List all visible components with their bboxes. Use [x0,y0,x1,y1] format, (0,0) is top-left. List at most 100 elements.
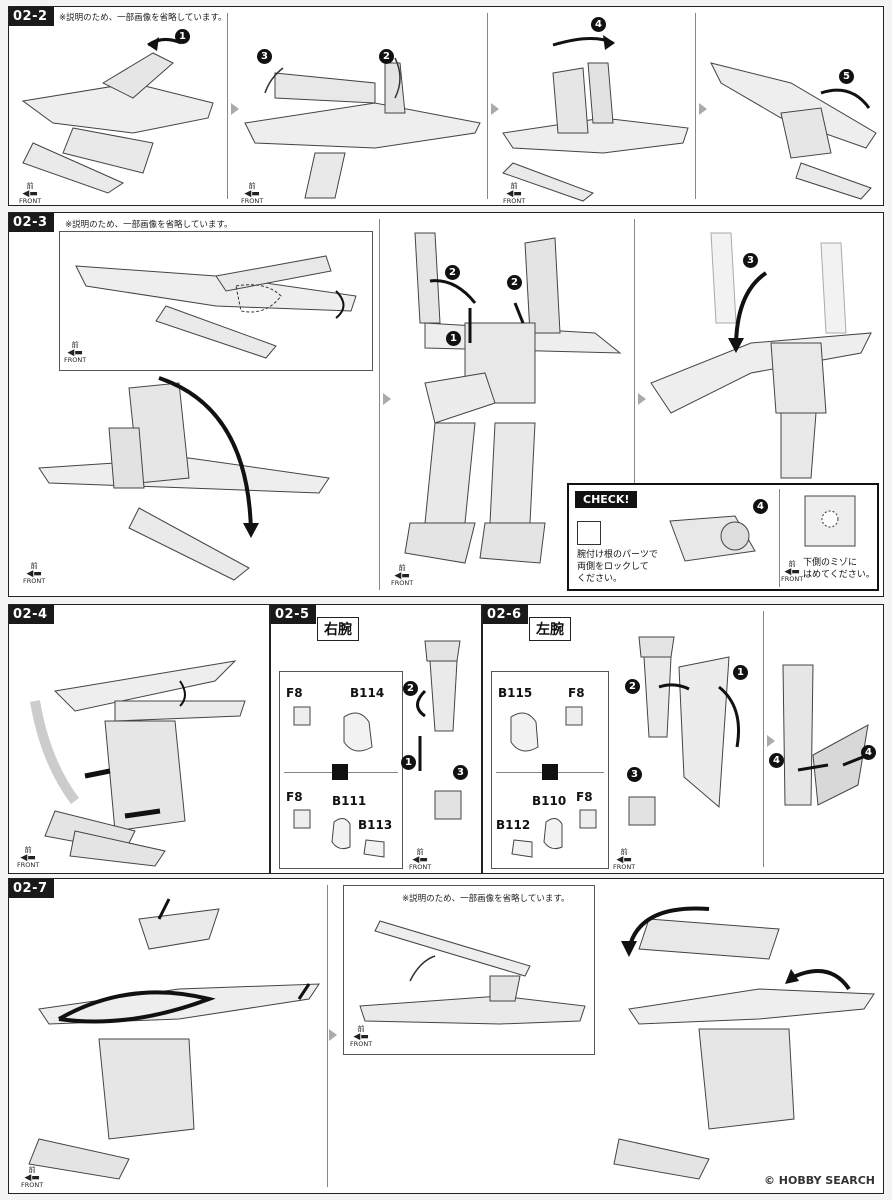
front-indicator: 前◀▬FRONT [391,564,414,587]
next-arrow [383,393,391,405]
step-number-4: 4 [591,17,606,32]
part-label: F8 [576,790,593,804]
arm-figure [628,636,741,826]
robot-figure [650,232,872,479]
hand-parts-inset: B115 F8 F8 B110 B112 [491,671,609,869]
watermark: © HOBBY SEARCH [763,1174,875,1187]
omission-note: ※説明のため、一部画像を省略しています。 [59,13,227,23]
front-indicator: 前◀▬FRONT [503,182,526,205]
part-label: B111 [332,794,367,808]
step-tag: 02-4 [9,605,54,624]
next-arrow [329,1029,337,1041]
aircraft-figure [75,255,357,359]
step-tag: 02-2 [9,7,54,26]
divider [327,885,328,1187]
step-number-1: 1 [401,755,416,770]
divider [763,611,764,867]
check-title: CHECK! [575,491,638,508]
detail-inset: ※説明のため、一部画像を省略しています。 前◀▬FRONT [343,885,595,1055]
step-number-3: 3 [627,767,642,782]
part-label: B113 [358,818,393,832]
front-indicator: 前◀▬FRONT [19,182,42,205]
next-arrow [767,735,775,747]
step-number-4: 4 [861,745,876,760]
step-number-3: 3 [453,765,468,780]
groove-detail-figure [804,495,856,547]
front-indicator: 前◀▬FRONT [613,848,636,871]
divider [227,13,228,199]
part-label: F8 [568,686,585,700]
aircraft-figure [502,35,689,202]
hand-part-figure [293,706,373,752]
front-indicator: 前◀▬FRONT [350,1025,373,1048]
step-number-5: 5 [839,69,854,84]
front-indicator: 前◀▬FRONT [23,562,46,585]
step-number-2: 2 [403,681,418,696]
hand-part-figure [511,809,597,858]
check-box: CHECK! 4 腕付け根のパーツで両側をロックしてください。 下側のミゾにはめ… [567,483,879,591]
check-text-right: 下側のミゾにはめてください。 [803,558,875,580]
front-indicator: 前◀▬FRONT [21,1166,44,1189]
part-label: B114 [350,686,385,700]
step-number-2: 2 [445,265,460,280]
aircraft-figure [244,57,481,199]
aircraft-figure [710,62,877,200]
front-indicator: 前◀▬FRONT [781,560,804,583]
step-number-1: 1 [175,29,190,44]
divider [379,219,380,590]
step-number-3: 3 [257,49,272,64]
mirror-icon [332,764,348,780]
robot-figure [404,232,622,564]
step-02-6-panel: 02-6 左腕 B115 F8 F8 B110 B112 2 1 3 前◀▬FR… [482,604,884,874]
hand-part-figure [293,809,385,858]
part-label: B112 [496,818,531,832]
part-label: F8 [286,790,303,804]
divider [695,13,696,199]
robot-figure [613,906,875,1180]
next-arrow [491,103,499,115]
divider [779,489,780,587]
step-02-2-panel: 02-2 ※説明のため、一部画像を省略しています。 1 3 2 4 [8,6,884,206]
mirror-icon [542,764,558,780]
step-02-3-panel: 02-3 ※説明のため、一部画像を省略しています。 前◀▬FRONT 前◀▬FR… [8,212,884,597]
step-tag: 02-3 [9,213,54,232]
divider [634,219,635,590]
step-02-4-panel: 02-4 前◀▬FRONT [8,604,270,874]
step-02-5-panel: 02-5 右腕 F8 B114 F8 B111 B113 2 1 3 前◀▬FR… [270,604,482,874]
next-arrow [638,393,646,405]
step-number-1: 1 [733,665,748,680]
step-number-4: 4 [769,753,784,768]
step-tag: 02-7 [9,879,54,898]
step-tag: 02-6 [483,605,528,624]
hand-part-figure [510,706,583,752]
robot-figure [28,898,320,1180]
aircraft-figure [359,920,586,1025]
left-arm-title: 左腕 [529,617,571,641]
check-text-left: 腕付け根のパーツで両側をロックしてください。 [577,550,658,584]
step-tag: 02-5 [271,605,316,624]
step-number-2: 2 [379,49,394,64]
detail-inset: 前◀▬FRONT [59,231,373,371]
right-arm-title: 右腕 [317,617,359,641]
divider [487,13,488,199]
next-arrow [231,103,239,115]
step-number-1: 1 [446,331,461,346]
front-indicator: 前◀▬FRONT [409,848,432,871]
step-number-2: 2 [507,275,522,290]
arm-figure [416,640,462,820]
front-indicator: 前◀▬FRONT [241,182,264,205]
arm-detail-figure [669,515,756,562]
step-number-4: 4 [753,499,768,514]
front-indicator: 前◀▬FRONT [64,341,87,364]
step-number-2: 2 [625,679,640,694]
omission-note: ※説明のため、一部画像を省略しています。 [65,220,233,230]
hand-parts-inset: F8 B114 F8 B111 B113 [279,671,403,869]
robot-figure [38,376,330,581]
front-indicator: 前◀▬FRONT [17,846,40,869]
arm-figure [782,664,869,806]
omission-note: ※説明のため、一部画像を省略しています。 [402,894,570,904]
step-02-7-panel: 02-7 前◀▬FRONT ※説明のため、一部画像を省略しています。 前◀▬FR… [8,878,884,1194]
part-label: B115 [498,686,533,700]
aircraft-figure [21,37,214,194]
part-label: F8 [286,686,303,700]
